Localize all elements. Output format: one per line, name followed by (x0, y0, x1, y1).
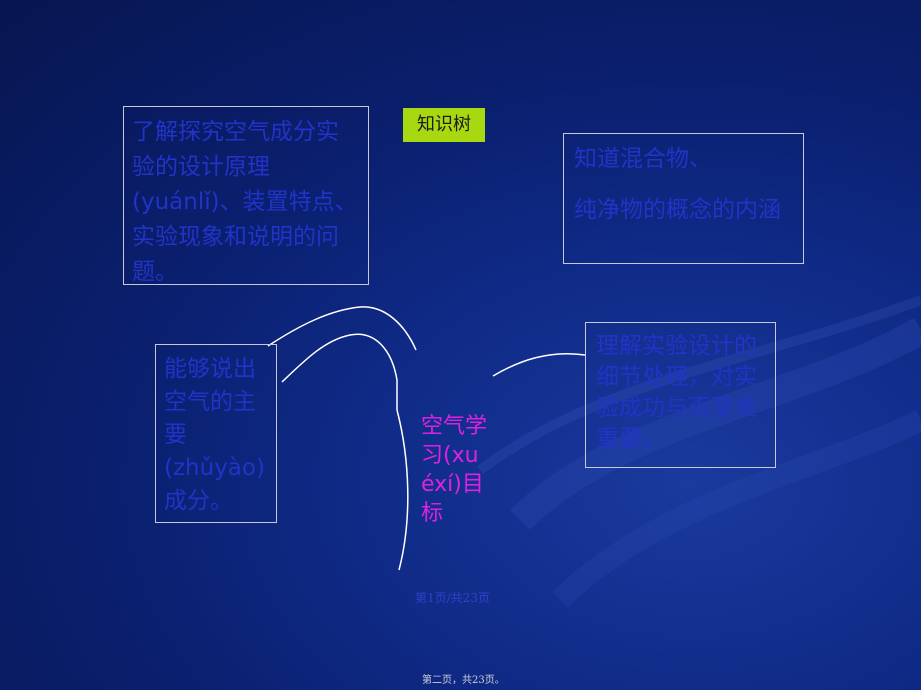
goal-box-mixture-line2: 纯净物的概念的内涵 (574, 197, 781, 223)
goal-box-mixture-concept: 知道混合物、 纯净物的概念的内涵 (563, 133, 804, 264)
goal-box-experiment-details: 理解实验设计的细节处理，对实验成功与否至关重要。 (585, 322, 776, 468)
goal-box-air-components: 能够说出空气的主要(zhǔyào)成分。 (155, 344, 277, 523)
center-title: 空气学习(xuéxí)目标 (421, 414, 488, 526)
page-indicator: 第1页/共23页 (415, 591, 490, 605)
page-footer: 第二页，共23页。 (422, 675, 505, 686)
goal-box-experiment-principle: 了解探究空气成分实验的设计原理(yuánlǐ)、装置特点、实验现象和说明的问题。 (123, 106, 369, 285)
goal-box-mixture-line1: 知道混合物、 (574, 146, 712, 172)
knowledge-tree-tag: 知识树 (403, 108, 485, 142)
